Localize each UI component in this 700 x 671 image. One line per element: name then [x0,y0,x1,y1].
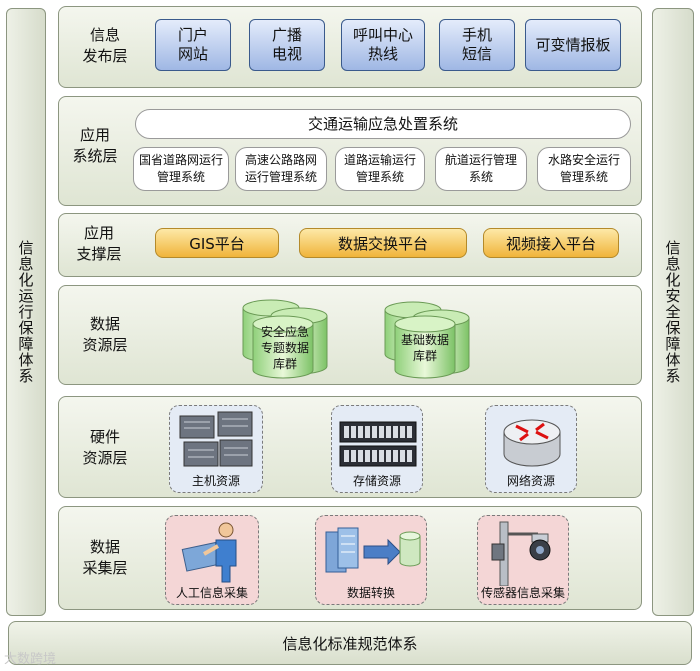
safety-database-label: 安全应急 专题数据 库群 [253,324,317,372]
gis-platform-button[interactable]: GIS平台 [155,228,279,258]
portal-website-button[interactable]: 门户 网站 [155,19,231,71]
call-center-button[interactable]: 呼叫中心 热线 [341,19,425,71]
publish-layer: 信息 发布层 门户 网站 广播 电视 呼叫中心 热线 手机 短信 可变情报板 [58,6,642,88]
support-layer: 应用 支撑层 GIS平台 数据交换平台 视频接入平台 [58,213,642,277]
storage-array-icon [338,420,418,470]
sensor-collection-box[interactable]: 传感器信息采集 [477,515,569,605]
network-resource-box[interactable]: 网络资源 [485,405,577,493]
network-resource-label: 网络资源 [486,472,576,489]
hardware-layer: 硬件 资源层 主机资源 [58,396,642,498]
collection-layer-label: 数据 采集层 [75,537,135,579]
manual-collection-label: 人工信息采集 [166,584,258,601]
data-conversion-box[interactable]: 数据转换 [315,515,427,605]
sensor-collection-label: 传感器信息采集 [478,584,568,601]
router-icon [500,412,564,472]
standards-label: 信息化标准规范体系 [282,633,417,654]
data-resource-layer-label: 数据 资源层 [75,314,135,356]
broadcast-tv-button[interactable]: 广播 电视 [249,19,325,71]
storage-resource-box[interactable]: 存储资源 [331,405,423,493]
storage-resource-label: 存储资源 [332,472,422,489]
water-safety-system-button[interactable]: 水路安全运行 管理系统 [537,147,631,191]
publish-layer-label: 信息 发布层 [75,25,135,67]
collection-layer: 数据 采集层 人工信息采集 数据转换 传感器信息采集 [58,506,642,610]
video-access-platform-button[interactable]: 视频接入平台 [483,228,619,258]
host-resource-label: 主机资源 [170,472,262,489]
support-layer-label: 应用 支撑层 [69,223,129,265]
standards-bar: 信息化标准规范体系 [8,621,692,665]
road-transport-system-button[interactable]: 道路运输运行 管理系统 [335,147,425,191]
server-rack-icon [178,410,256,472]
provincial-road-system-button[interactable]: 国省道路网运行 管理系统 [133,147,229,191]
worker-icon [180,520,246,584]
manual-collection-box[interactable]: 人工信息采集 [165,515,259,605]
application-layer-label: 应用 系统层 [65,125,125,167]
base-database-label: 基础数据 库群 [393,332,457,364]
hardware-layer-label: 硬件 资源层 [75,427,135,469]
data-conversion-icon [322,524,422,580]
camera-pole-icon [490,520,558,586]
right-side-bar: 信息化安全保障体系 [652,8,694,616]
mobile-sms-button[interactable]: 手机 短信 [439,19,515,71]
expressway-system-button[interactable]: 高速公路路网 运行管理系统 [235,147,327,191]
left-side-label: 信息化运行保障体系 [16,240,37,384]
application-layer: 应用 系统层 交通运输应急处置系统 国省道路网运行 管理系统 高速公路路网 运行… [58,96,642,206]
left-side-bar: 信息化运行保障体系 [6,8,46,616]
data-conversion-label: 数据转换 [316,584,426,601]
emergency-system-banner[interactable]: 交通运输应急处置系统 [135,109,631,139]
variable-message-board-button[interactable]: 可变情报板 [525,19,621,71]
host-resource-box[interactable]: 主机资源 [169,405,263,493]
watermark: 大数跨境 [4,648,56,667]
data-exchange-platform-button[interactable]: 数据交换平台 [299,228,467,258]
right-side-label: 信息化安全保障体系 [663,240,684,384]
data-resource-layer: 数据 资源层 安全应急 专题数据 库群 基础数据 库群 [58,285,642,385]
waterway-system-button[interactable]: 航道运行管理 系统 [435,147,527,191]
